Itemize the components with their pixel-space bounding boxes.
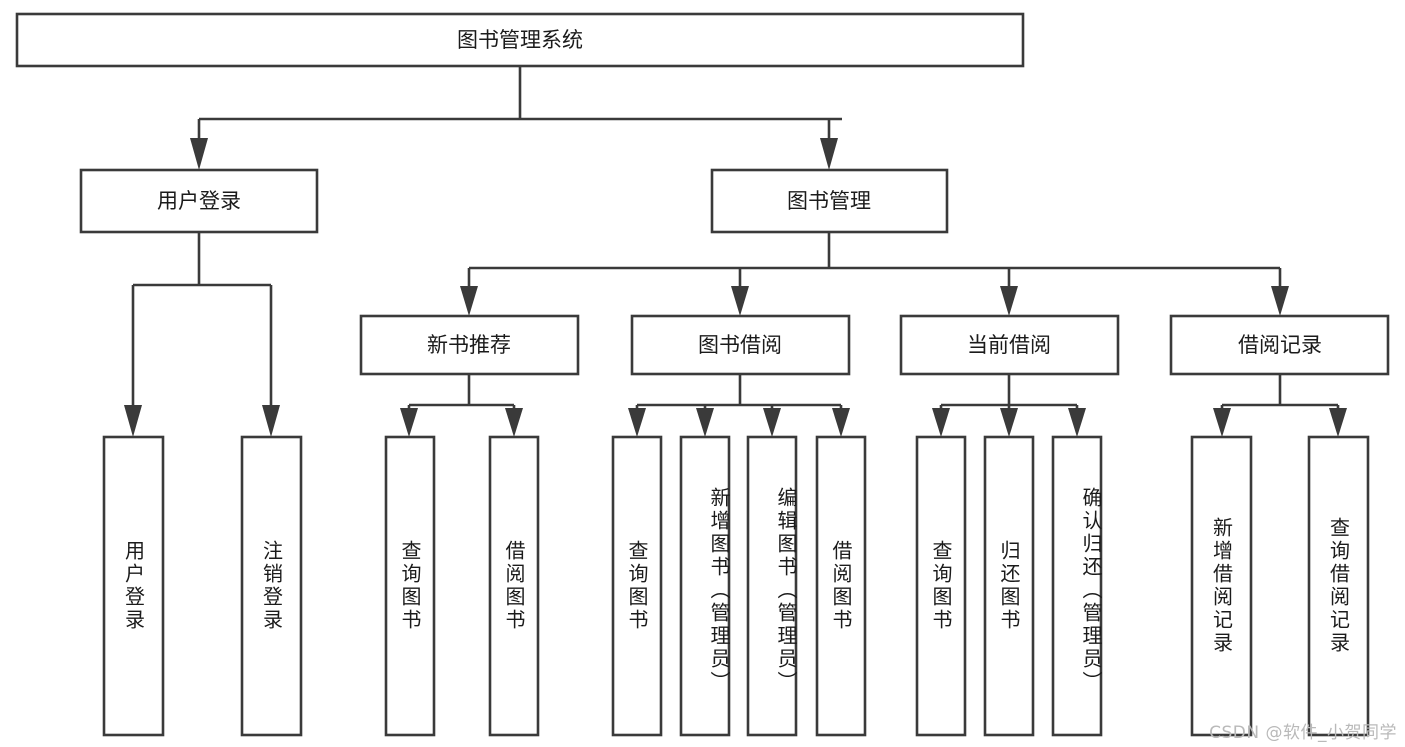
node-current-borrow[interactable]: 当前借阅 [899, 314, 1120, 376]
node-user-login-label: 用户登录 [157, 189, 241, 213]
node-leaf-confirm-return-box[interactable] [1051, 435, 1103, 737]
node-book-management-label: 图书管理 [787, 189, 871, 213]
arrow-head-leaf-add-record [1213, 408, 1231, 437]
arrow-head-user-login [190, 138, 208, 170]
arrow-head-leaf-borrow-book-2 [832, 408, 850, 437]
node-borrow-record-label: 借阅记录 [1238, 333, 1322, 357]
arrow-head-current-borrow [1000, 286, 1018, 316]
connectors-layer [124, 66, 1347, 437]
node-leaf-return-book-box[interactable] [983, 435, 1035, 737]
arrow-head-leaf-user-login [124, 405, 142, 437]
arrow-head-leaf-logout-login [262, 405, 280, 437]
node-book-borrow-box[interactable] [630, 314, 851, 376]
arrow-head-leaf-query-record [1329, 408, 1347, 437]
node-leaf-borrow-book-1-box[interactable] [488, 435, 540, 737]
node-root[interactable]: 图书管理系统 [15, 12, 1025, 68]
arrow-head-leaf-confirm-return [1068, 408, 1086, 437]
node-root-box[interactable] [15, 12, 1025, 68]
arrow-head-leaf-add-book [696, 408, 714, 437]
node-book-management[interactable]: 图书管理 [710, 168, 949, 234]
arrow-head-borrow-record [1271, 286, 1289, 316]
arrow-head-leaf-query-book-3 [932, 408, 950, 437]
node-book-borrow-label: 图书借阅 [698, 333, 782, 357]
node-borrow-record[interactable]: 借阅记录 [1169, 314, 1390, 376]
node-current-borrow-box[interactable] [899, 314, 1120, 376]
node-borrow-record-box[interactable] [1169, 314, 1390, 376]
node-new-book-recommend[interactable]: 新书推荐 [359, 314, 580, 376]
node-new-book-recommend-box[interactable] [359, 314, 580, 376]
node-leaf-query-book-3-box[interactable] [915, 435, 967, 737]
node-current-borrow-label: 当前借阅 [967, 333, 1051, 357]
arrow-head-new-book-recommend [460, 286, 478, 316]
node-book-borrow[interactable]: 图书借阅 [630, 314, 851, 376]
node-leaf-query-record-box[interactable] [1307, 435, 1370, 737]
arrow-head-leaf-borrow-book-1 [505, 408, 523, 437]
arrow-head-leaf-edit-book [763, 408, 781, 437]
node-book-management-box[interactable] [710, 168, 949, 234]
node-leaf-query-book-1-box[interactable] [384, 435, 436, 737]
arrow-head-book-borrow [731, 286, 749, 316]
arrow-head-book-management [820, 138, 838, 170]
node-leaf-logout-login-box[interactable] [240, 435, 303, 737]
node-leaf-query-book-2-box[interactable] [611, 435, 663, 737]
node-leaf-add-record-box[interactable] [1190, 435, 1253, 737]
node-leaf-borrow-book-2-box[interactable] [815, 435, 867, 737]
node-leaf-add-book-box[interactable] [679, 435, 731, 737]
node-leaf-edit-book-box[interactable] [746, 435, 798, 737]
arrow-head-leaf-query-book-1 [400, 408, 418, 437]
node-root-label: 图书管理系统 [457, 28, 583, 52]
node-user-login[interactable]: 用户登录 [79, 168, 319, 234]
node-leaf-user-login-box[interactable] [102, 435, 165, 737]
arrow-head-leaf-query-book-2 [628, 408, 646, 437]
node-new-book-recommend-label: 新书推荐 [427, 333, 511, 357]
leaf-boxes-layer [102, 435, 1370, 737]
node-user-login-box[interactable] [79, 168, 319, 234]
arrow-head-leaf-return-book [1000, 408, 1018, 437]
watermark-text: CSDN @软件_小贺同学 [1209, 723, 1397, 743]
